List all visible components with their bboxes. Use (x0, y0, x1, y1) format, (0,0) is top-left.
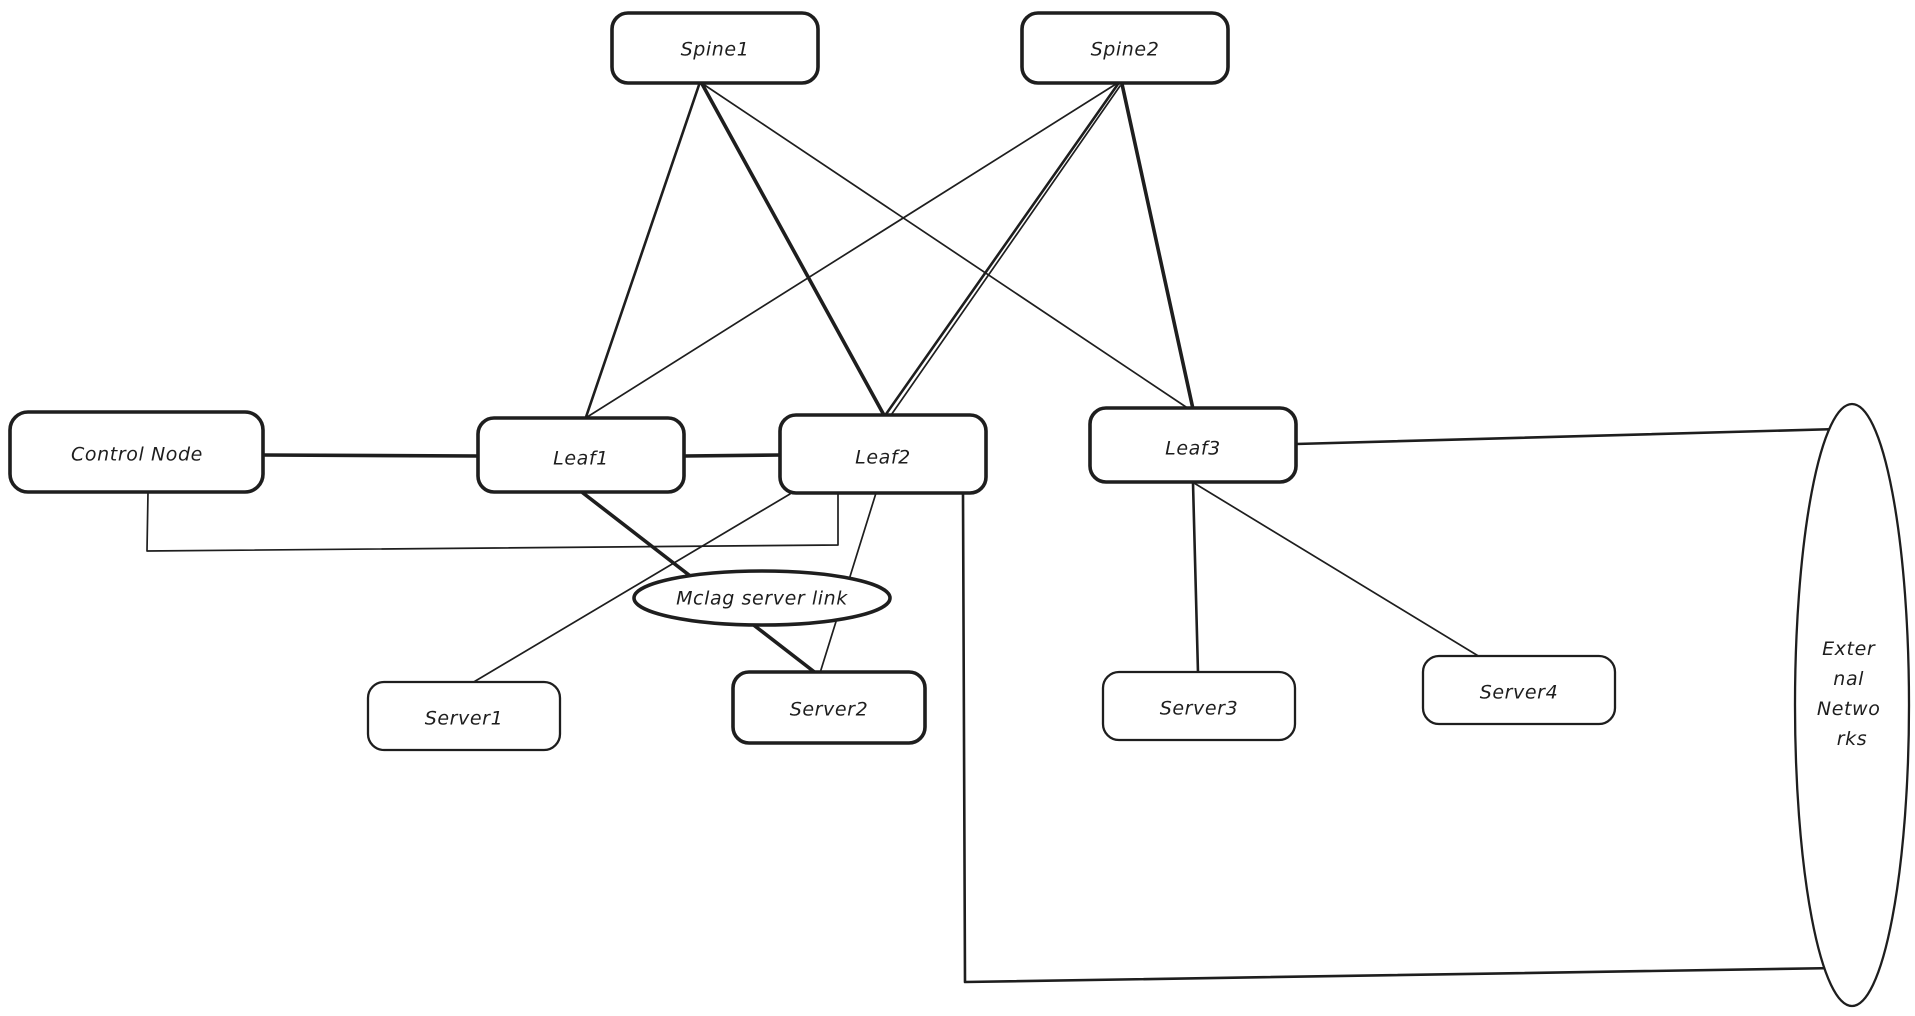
edge-control-leaf1[interactable] (261, 453, 481, 458)
server3-box[interactable] (1101, 670, 1297, 742)
node-external-networks[interactable]: Exter nal Netwo rks (1793, 402, 1911, 1008)
leaf3-label: Leaf3 (1165, 438, 1221, 460)
node-server1[interactable]: Server1 (366, 680, 562, 752)
node-leaf1[interactable]: Leaf1 (476, 416, 686, 494)
mclag-ellipse[interactable] (632, 569, 892, 627)
node-server2[interactable]: Server2 (731, 670, 927, 745)
node-mclag-server-link[interactable]: Mclag server link (632, 569, 892, 627)
server3-label: Server3 (1160, 698, 1239, 720)
spine2-label: Spine2 (1091, 39, 1160, 61)
spine1-box[interactable] (610, 11, 820, 85)
mclag-label: Mclag server link (676, 588, 848, 610)
server2-label: Server2 (790, 699, 869, 721)
edge-control-leaf2[interactable] (146, 491, 839, 552)
control-node-label: Control Node (71, 444, 203, 466)
node-server4[interactable]: Server4 (1421, 654, 1617, 726)
external-networks-line-2: nal (1833, 668, 1864, 690)
leaf3-box[interactable] (1088, 406, 1298, 484)
edge-spine2-leaf2[interactable] (882, 82, 1120, 419)
edge-spine2-leaf1[interactable] (583, 83, 1117, 420)
edge-leaf3-server4[interactable] (1193, 482, 1481, 658)
edge-spine1-leaf1[interactable] (583, 80, 702, 422)
node-spine2[interactable]: Spine2 (1020, 11, 1230, 85)
edge-leaf3-server3[interactable] (1191, 481, 1200, 675)
external-networks-line-3: Netwo (1817, 698, 1881, 720)
external-networks-label: Exter nal Netwo rks (1817, 638, 1887, 750)
edge-layer (146, 80, 1840, 984)
edge-leaf1-leaf2[interactable] (682, 453, 783, 458)
spine1-label: Spine1 (681, 39, 750, 61)
edge-spine2-leaf3[interactable] (1120, 82, 1195, 411)
node-leaf2[interactable]: Leaf2 (778, 413, 988, 495)
server2-box[interactable] (731, 670, 927, 745)
external-networks-ellipse[interactable] (1793, 402, 1911, 1008)
edge-leaf2-external[interactable] (961, 492, 1840, 984)
leaf1-box[interactable] (476, 416, 686, 494)
edge-spine1-leaf2[interactable] (699, 80, 887, 419)
edge-leaf3-external[interactable] (1294, 427, 1840, 446)
node-control-node[interactable]: Control Node (8, 410, 265, 494)
edge-spine2-leaf2-b[interactable] (888, 85, 1121, 419)
edge-leaf2-server1[interactable] (471, 493, 791, 684)
external-networks-line-4: rks (1837, 728, 1868, 750)
node-spine1[interactable]: Spine1 (610, 11, 820, 85)
server1-label: Server1 (425, 708, 504, 730)
server4-label: Server4 (1480, 682, 1559, 704)
leaf2-box[interactable] (778, 413, 988, 495)
leaf2-label: Leaf2 (855, 447, 911, 469)
edge-spine1-leaf3[interactable] (702, 83, 1193, 412)
leaf1-label: Leaf1 (553, 448, 609, 470)
node-leaf3[interactable]: Leaf3 (1088, 406, 1298, 484)
control-node-box[interactable] (8, 410, 265, 494)
node-server3[interactable]: Server3 (1101, 670, 1297, 742)
external-networks-line-1: Exter (1822, 638, 1876, 660)
spine2-box[interactable] (1020, 11, 1230, 85)
server1-box[interactable] (366, 680, 562, 752)
server4-box[interactable] (1421, 654, 1617, 726)
